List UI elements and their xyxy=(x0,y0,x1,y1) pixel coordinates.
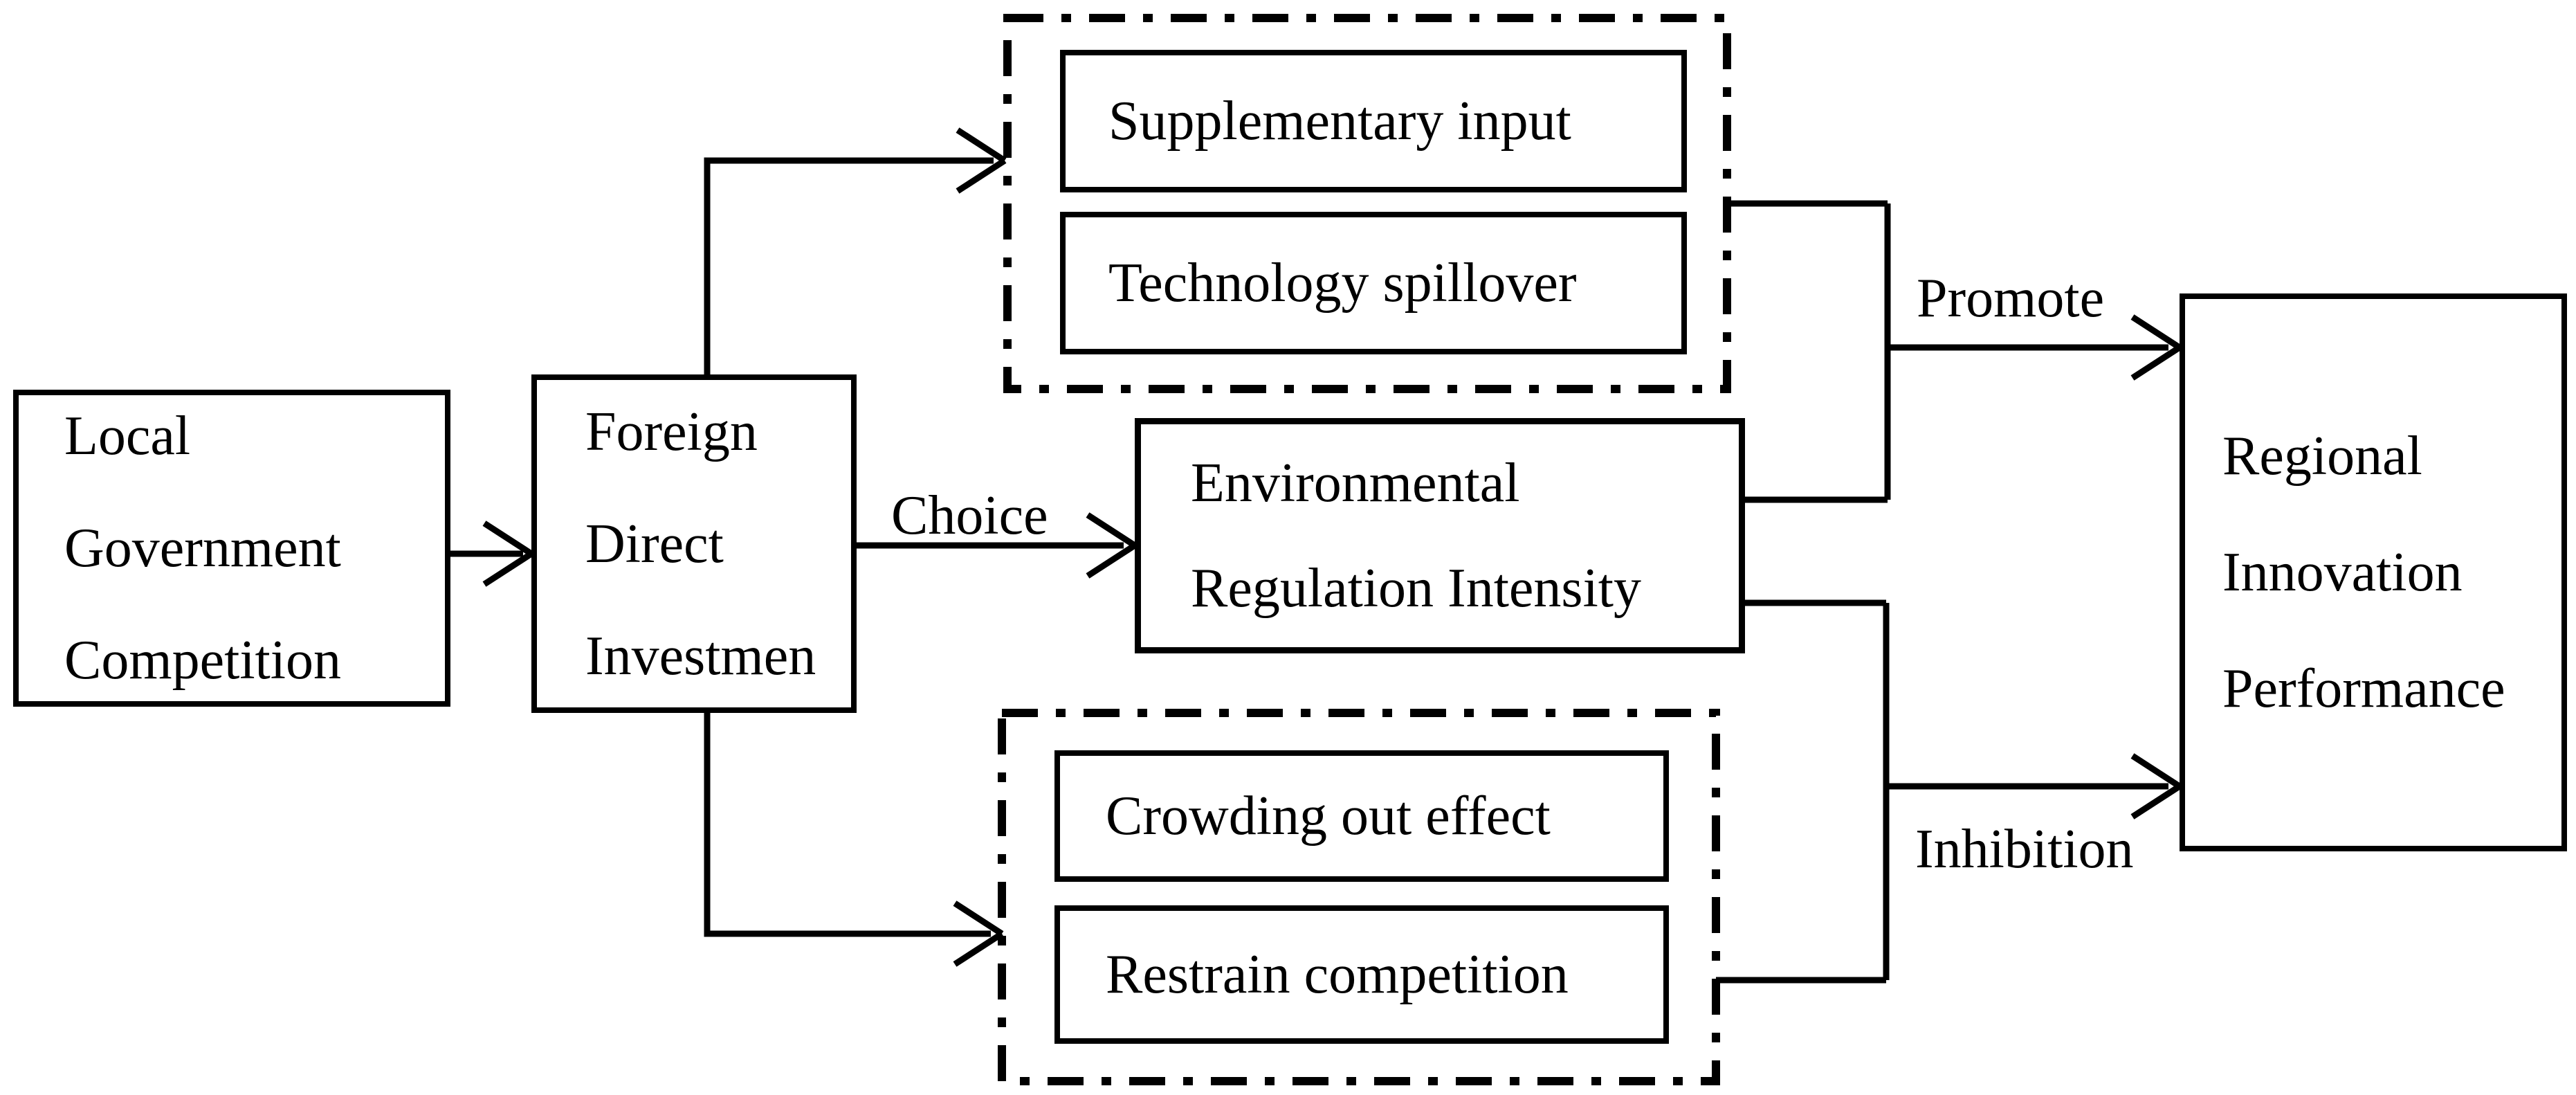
arrow-lgc-to-fdi xyxy=(450,521,533,587)
crowding-out-effect-box: Crowding out effect xyxy=(1054,750,1669,882)
promote-bracket-connector xyxy=(1727,200,1891,503)
box-text-line: Innovation xyxy=(2222,542,2463,603)
box-text-line: Crowding out effect xyxy=(1106,786,1551,847)
inhibition-bracket-connector xyxy=(1716,599,1890,984)
box-text-line: Competition xyxy=(64,630,341,691)
arrow-fdi-to-top-group xyxy=(704,127,1007,374)
box-text-line: Environmental xyxy=(1191,453,1520,514)
inhibition-mechanism-group-border xyxy=(998,709,1720,1085)
box-text-line: Supplementary input xyxy=(1108,91,1571,152)
technology-spillover-box: Technology spillover xyxy=(1060,212,1687,354)
choice-edge-label: Choice xyxy=(891,485,1048,546)
supplementary-input-box: Supplementary input xyxy=(1060,50,1687,192)
box-text-line: Regulation Intensity xyxy=(1191,558,1642,619)
arrow-choice-fdi-to-env xyxy=(857,512,1137,579)
promote-edge-label: Promote xyxy=(1917,268,2105,329)
arrowhead-icon xyxy=(1086,512,1137,579)
arrow-inhibition-to-rip xyxy=(1886,753,2182,820)
regional-innovation-performance-box: Regional Innovation Performance xyxy=(2180,293,2567,851)
box-text-line: Regional xyxy=(2222,426,2422,487)
arrow-promote-to-rip xyxy=(1888,314,2182,381)
arrowhead-icon xyxy=(2130,314,2182,381)
inhibition-edge-label: Inhibition xyxy=(1915,819,2134,880)
box-text-line: Direct xyxy=(585,513,724,574)
restrain-competition-box: Restrain competition xyxy=(1054,905,1669,1044)
arrowhead-icon xyxy=(956,127,1007,194)
box-text-line: Investmen xyxy=(585,625,816,687)
arrowhead-icon xyxy=(953,901,1004,967)
box-text-line: Technology spillover xyxy=(1108,253,1577,314)
box-text-line: Foreign xyxy=(585,401,758,462)
arrow-fdi-to-bottom-group xyxy=(704,713,1004,967)
arrowhead-icon xyxy=(2130,753,2182,820)
foreign-direct-investment-box: Foreign Direct Investmen xyxy=(531,374,857,713)
box-text-line: Local xyxy=(64,406,191,467)
box-text-line: Restrain competition xyxy=(1106,944,1569,1005)
box-text-line: Performance xyxy=(2222,658,2505,719)
environmental-regulation-intensity-box: Environmental Regulation Intensity xyxy=(1135,418,1745,653)
box-text-line: Government xyxy=(64,518,341,579)
local-government-competition-box: Local Government Competition xyxy=(13,390,450,707)
arrowhead-icon xyxy=(482,521,533,587)
